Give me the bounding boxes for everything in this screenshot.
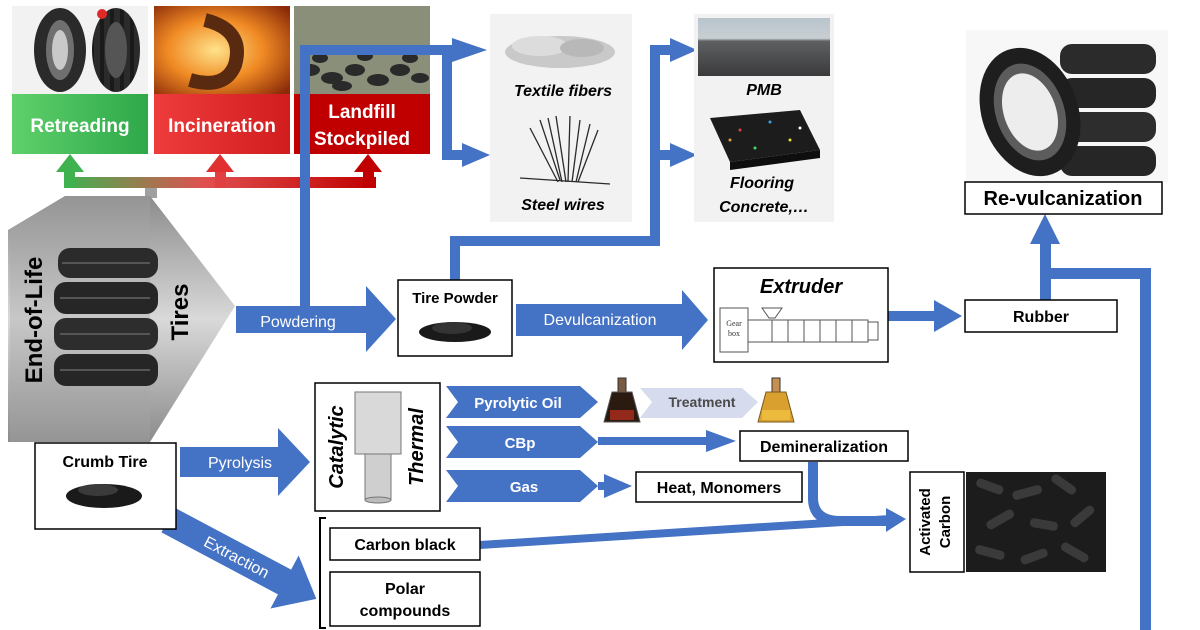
textile-fibers-image — [505, 36, 615, 68]
gear-box-label-1: Gear — [726, 319, 742, 328]
cbp-label: CBp — [505, 435, 536, 452]
heat-monomers-box: Heat, Monomers — [635, 471, 803, 503]
end-of-life-tires-hexagon: End-of-Life Tires — [8, 196, 235, 442]
activated-carbon-box: Activated Carbon — [909, 471, 965, 573]
incineration-label: Incineration — [168, 116, 276, 137]
re-vulcanization-box: Re-vulcanization — [964, 181, 1163, 215]
devulcanization-arrow: Devulcanization — [516, 290, 708, 350]
cbp-arrow: CBp — [446, 426, 598, 458]
pmb-label: PMB — [746, 82, 782, 99]
activated-carbon-image — [966, 472, 1106, 572]
arrow-to-heat-monomers — [604, 474, 632, 498]
treated-oil-flask-icon — [757, 377, 795, 423]
arrow-to-textile — [452, 38, 487, 62]
arrow-to-steel — [462, 143, 490, 167]
textile-fibers-label: Textile fibers — [514, 83, 612, 100]
arrow-to-demineralization — [706, 430, 736, 452]
gear-box-label-2: box — [728, 329, 740, 338]
crumb-tire-box: Crumb Tire — [34, 442, 177, 530]
powdering-arrow: Powdering — [236, 286, 396, 352]
stacked-tires-image — [54, 248, 158, 386]
thermal-label: Thermal — [406, 408, 428, 486]
arrow-to-revulcanization — [1030, 214, 1060, 244]
pyrolysis-label: Pyrolysis — [208, 455, 272, 472]
rubber-box: Rubber — [964, 299, 1118, 333]
rubber-label: Rubber — [1013, 309, 1069, 326]
gas-arrow: Gas — [446, 470, 598, 502]
reactor-box: Catalytic Thermal — [314, 382, 441, 512]
reactor-vessel-icon — [354, 391, 402, 504]
flooring-label: Flooring — [730, 175, 794, 192]
steel-wires-label: Steel wires — [521, 197, 605, 214]
pmb-road-image — [698, 18, 830, 76]
pyrolytic-oil-label: Pyrolytic Oil — [474, 395, 562, 412]
catalytic-label: Catalytic — [326, 405, 348, 488]
extraction-bracket — [319, 517, 326, 629]
end-of-life-label: End-of-Life — [21, 257, 48, 384]
treatment-label: Treatment — [669, 394, 736, 410]
pyrolytic-oil-arrow: Pyrolytic Oil — [446, 386, 598, 418]
end-of-life-options-connector — [56, 154, 382, 198]
treatment-chevron: Treatment — [640, 388, 758, 418]
carbon-black-box: Carbon black — [329, 527, 481, 561]
crumb-tire-label: Crumb Tire — [62, 454, 147, 471]
retreading-tires-image — [34, 8, 140, 92]
arrow-to-rubber — [934, 300, 962, 332]
textile-steel-panel: Textile fibers Steel wires — [490, 14, 632, 222]
demineralization-label: Demineralization — [760, 439, 888, 456]
flooring-tile-image — [710, 110, 820, 170]
pyrolysis-arrow: Pyrolysis — [180, 428, 310, 496]
carbon-black-label: Carbon black — [354, 537, 455, 554]
carbon-label: Carbon — [937, 496, 954, 549]
pmb-flooring-panel: PMB Flooring Concrete,… — [694, 14, 834, 222]
pyrolytic-oil-flask-icon — [603, 377, 641, 423]
powdering-label: Powdering — [260, 314, 336, 331]
pipe-to-products-left — [300, 50, 310, 312]
arrow-to-activated-carbon — [886, 508, 906, 532]
tires-label: Tires — [167, 284, 194, 341]
extruder-box: Extruder Gear box — [713, 267, 889, 363]
heat-monomers-label: Heat, Monomers — [657, 480, 782, 497]
landfill-label: Landfill — [328, 102, 396, 123]
polar-compounds-box: Polar compounds — [329, 571, 481, 627]
arrow-to-flooring — [670, 143, 697, 167]
tire-powder-box: Tire Powder — [397, 279, 513, 357]
gas-label: Gas — [510, 479, 538, 496]
retreading-card: Retreading — [12, 6, 148, 154]
extruder-schematic — [719, 307, 879, 353]
concrete-label: Concrete,… — [719, 199, 809, 216]
compounds-label: compounds — [360, 603, 451, 620]
activated-label: Activated — [917, 488, 934, 556]
polar-label: Polar — [385, 581, 425, 598]
pipe-carbon-black-to-activated — [480, 515, 890, 549]
retreading-label: Retreading — [30, 116, 129, 137]
arrow-to-pmb — [670, 38, 697, 62]
pipe-right-loop — [1140, 268, 1151, 630]
extraction-arrow: Extraction — [161, 507, 317, 609]
demineralization-box: Demineralization — [739, 430, 909, 462]
tire-powder-label: Tire Powder — [412, 290, 498, 307]
stockpiled-label: Stockpiled — [314, 129, 410, 150]
devulcanization-label: Devulcanization — [544, 312, 657, 329]
steel-wires-image — [519, 115, 611, 185]
extruder-label: Extruder — [760, 276, 843, 298]
re-vulcanization-label: Re-vulcanization — [984, 188, 1143, 210]
incineration-card: Incineration — [154, 6, 290, 154]
landfill-card: Landfill Stockpiled — [294, 6, 430, 154]
revulcanized-tires-image — [966, 30, 1168, 182]
flow-pipes — [300, 38, 1151, 630]
